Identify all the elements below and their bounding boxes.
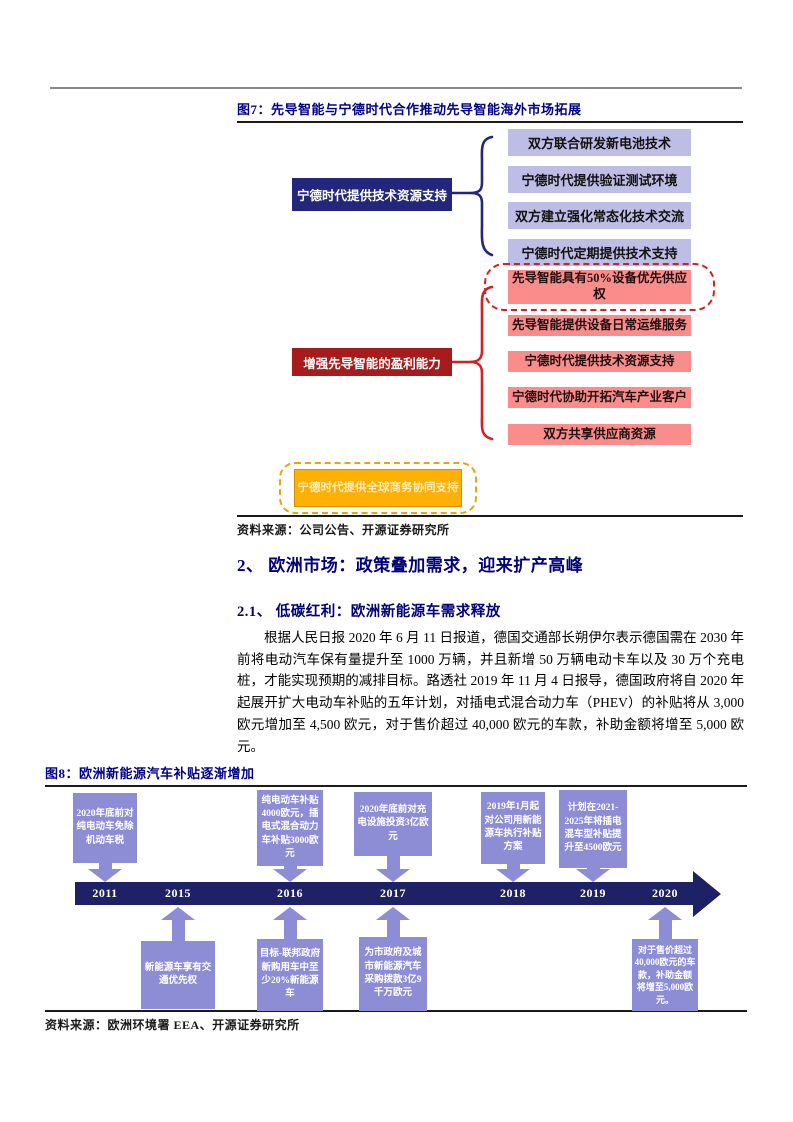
- timeline-year: 2017: [380, 886, 406, 900]
- up-arrow: [273, 907, 307, 939]
- down-arrow: [576, 867, 610, 882]
- body-paragraph: 根据人民日报 2020 年 6 月 11 日报道，德国交通部长朔伊尔表示德国需在…: [237, 630, 744, 754]
- timeline-event-above: 2020年底前对纯电动车免除机动车税: [73, 793, 137, 863]
- section-subheading: 2.1、 低碳红利：欧洲新能源车需求释放: [237, 604, 501, 620]
- tech-item-box: 双方联合研发新电池技术: [508, 129, 691, 156]
- profit-item-box: 先导智能提供设备日常运维服务: [508, 315, 691, 336]
- timeline-event-above: 纯电动车补贴4000欧元，插电式混合动力车补贴3000欧元: [257, 790, 323, 866]
- timeline-event-below: 新能源车享有交通优先权: [141, 941, 215, 1009]
- highlight-dashed-outline: [484, 263, 715, 311]
- up-arrow: [376, 907, 410, 937]
- profit-item-box: 宁德时代提供技术资源支持: [508, 351, 691, 372]
- timeline-event-above: 2020年底前对充电设施投资3亿欧元: [354, 792, 432, 856]
- timeline-arrowhead-icon: [693, 871, 721, 917]
- timeline-year: 2016: [277, 886, 303, 900]
- figure-7-canvas: 宁德时代提供技术资源支持 双方联合研发新电池技术 宁德时代提供验证测试环境 双方…: [237, 121, 743, 517]
- catl-tech-support-box: 宁德时代提供技术资源支持: [292, 178, 452, 211]
- global-support-box: 宁德时代提供全球商务协同支持: [294, 469, 462, 507]
- figure-8: 图8：欧洲新能源汽车补贴逐渐增加 2020年底前对纯电动车免除机动车税 纯电动车…: [45, 763, 747, 1033]
- header-divider: [50, 87, 742, 89]
- global-support-dashed-outline: [279, 462, 477, 514]
- section-heading: 2、 欧洲市场：政策叠加需求，迎来扩产高峰: [237, 556, 584, 575]
- down-arrow: [496, 864, 530, 882]
- figure-8-title: 图8：欧洲新能源汽车补贴逐渐增加: [45, 763, 747, 785]
- down-arrow: [376, 856, 410, 882]
- figure-8-canvas: 2020年底前对纯电动车免除机动车税 纯电动车补贴4000欧元，插电式混合动力车…: [45, 785, 747, 1012]
- timeline-year: 2011: [92, 886, 118, 900]
- down-arrow: [273, 865, 307, 882]
- brace-connector-red: [452, 285, 494, 441]
- figure-8-label: 图8：: [45, 766, 80, 781]
- profit-item-box: 双方共享供应商资源: [508, 424, 691, 445]
- timeline-event-below: 对于售价超过40,000欧元的车款，补助金额将增至5,000欧元。: [632, 939, 698, 1011]
- brace-connector-navy: [452, 135, 494, 257]
- profit-item-box: 宁德时代协助开拓汽车产业客户: [508, 387, 691, 408]
- timeline-event-above: 2019年1月起对公司用新能源车执行补贴方案: [481, 792, 545, 864]
- timeline-event-below: 为市政府及城市新能源汽车采购拨款3亿9千万欧元: [359, 937, 427, 1011]
- up-arrow: [648, 907, 682, 939]
- profit-item-box: 先导智能具有50%设备优先供应权: [508, 270, 691, 304]
- timeline-year: 2015: [165, 886, 191, 900]
- up-arrow: [161, 907, 195, 941]
- timeline-year: 2018: [500, 886, 526, 900]
- figure-7: 图7：先导智能与宁德时代合作推动先导智能海外市场拓展 宁德时代提供技术资源支持 …: [237, 99, 743, 538]
- timeline-year: 2020: [652, 886, 678, 900]
- timeline-year: 2019: [580, 886, 606, 900]
- profitability-box: 增强先导智能的盈利能力: [292, 348, 452, 376]
- tech-item-box: 宁德时代定期提供技术支持: [508, 239, 691, 266]
- timeline-event-below: 目标-联邦政府新购用车中至少20%新能源车: [257, 939, 323, 1011]
- figure-7-source: 资料来源：公司公告、开源证券研究所: [237, 523, 450, 537]
- down-arrow: [88, 862, 122, 882]
- tech-item-box: 宁德时代提供验证测试环境: [508, 166, 691, 193]
- figure-7-title: 图7：先导智能与宁德时代合作推动先导智能海外市场拓展: [237, 99, 743, 121]
- timeline-event-above: 计划在2021-2025年将插电混车型补贴提升至4500欧元: [559, 790, 627, 868]
- figure-8-title-text: 欧洲新能源汽车补贴逐渐增加: [79, 766, 255, 781]
- figure-7-title-text: 先导智能与宁德时代合作推动先导智能海外市场拓展: [271, 102, 582, 117]
- figure-8-source: 资料来源：欧洲环境署 EEA、开源证券研究所: [45, 1018, 300, 1032]
- figure-7-label: 图7：: [237, 102, 272, 117]
- timeline-bar: [75, 882, 693, 905]
- tech-item-box: 双方建立强化常态化技术交流: [508, 202, 691, 229]
